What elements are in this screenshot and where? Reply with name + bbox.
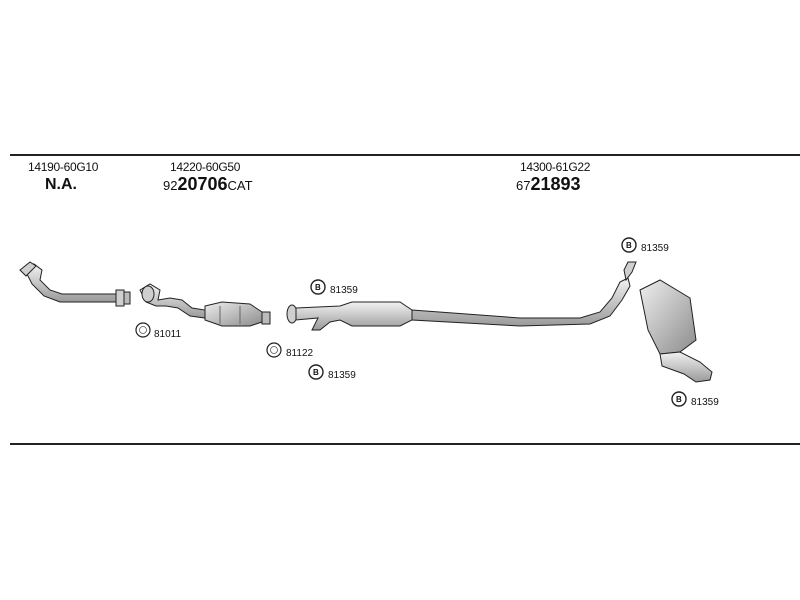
ref-code-suffix: CAT [227,178,253,193]
bolt-rear-bottom-icon: B [671,391,687,407]
bolt-rear-top-badge: B [626,241,632,250]
top-divider [10,154,800,156]
gasket-front-icon [135,322,151,338]
bolt-mid-bottom-badge: B [313,368,319,377]
bolt-mid-bottom-label: 81359 [328,370,356,381]
catalytic-converter [139,283,271,327]
bolt-rear-bottom-label: 81359 [691,397,719,408]
ref-code-rear-system: 6721893 [516,174,581,195]
ref-code-main: 21893 [530,174,581,194]
bolt-mid-top-label: 81359 [330,285,358,296]
bolt-mid-top-badge: B [315,283,321,292]
part-number-catalyst: 14220-60G50 [170,160,241,174]
gasket-mid-label: 81122 [286,348,314,359]
bolt-mid-top-icon: B [310,279,326,295]
gasket-front-label: 81011 [154,329,182,340]
bolt-rear-bottom-badge: B [676,395,682,404]
ref-code-catalyst: 9220706CAT [163,174,253,195]
part-number-front-pipe: 14190-60G10 [28,160,99,174]
gasket-mid-icon [266,342,282,358]
bolt-rear-top-label: 81359 [641,243,669,254]
front-pipe [19,261,131,307]
mid-pipe-resonator [286,277,631,331]
ref-code-prefix: 67 [516,178,531,193]
bolt-mid-bottom-icon: B [308,364,324,380]
ref-code-front-pipe: N.A. [45,176,77,193]
part-number-rear-system: 14300-61G22 [520,160,591,174]
bolt-rear-top-icon: B [621,237,637,253]
ref-code-main: 20706 [177,174,228,194]
ref-code-prefix: 92 [163,178,178,193]
rear-muffler [623,261,713,383]
bottom-divider [10,443,800,445]
